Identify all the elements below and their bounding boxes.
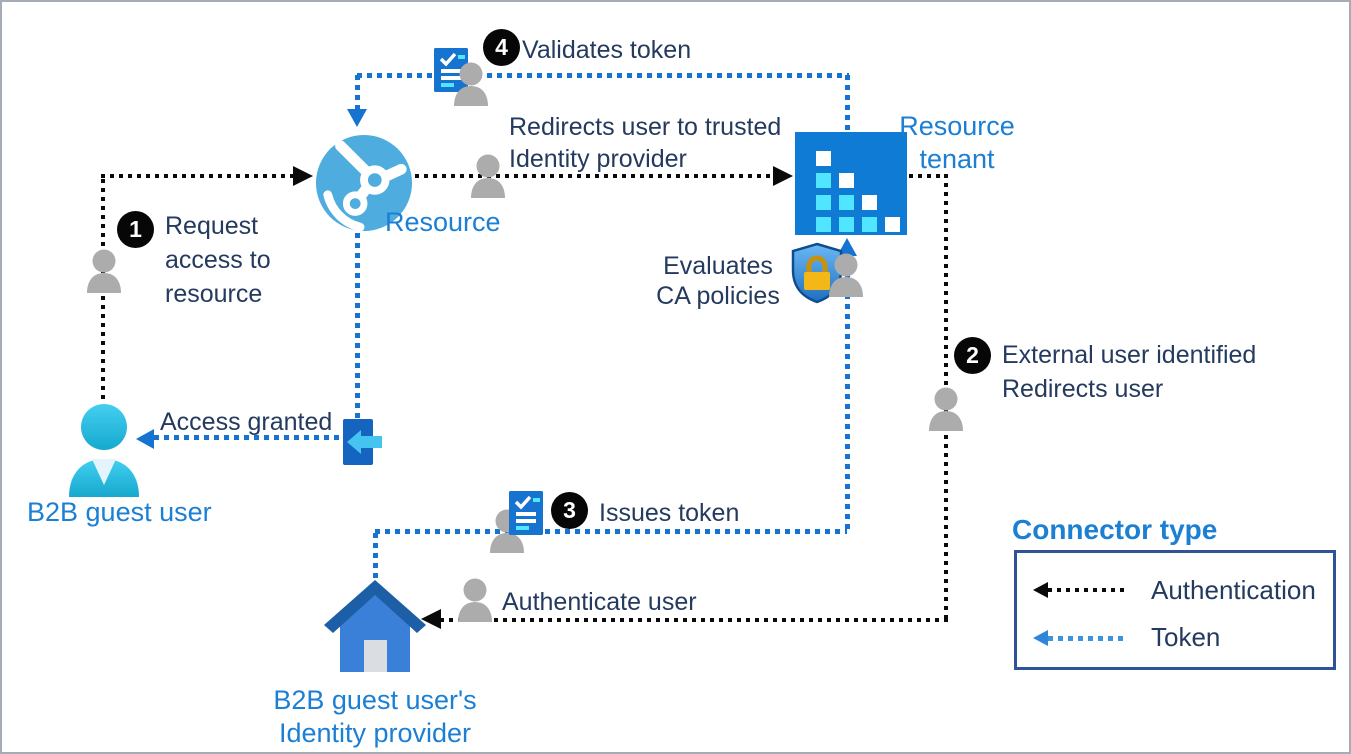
- identity-provider-label: B2B guest user's Identity provider: [273, 685, 477, 748]
- conditional-access-shield-icon: [791, 242, 843, 309]
- legend-authentication-arrow-icon: [1033, 582, 1048, 598]
- access-granted-text: Access granted: [160, 408, 333, 436]
- b2b-guest-user-label: B2B guest user: [27, 497, 212, 527]
- user-silhouette-icon: [457, 578, 493, 627]
- token-line-idp-top-vertical: [373, 533, 378, 579]
- token-line-into-resource-vertical: [355, 75, 360, 111]
- evaluates-ca-policies-text: Evaluates CA policies: [656, 252, 780, 310]
- legend-token-arrow-icon: [1033, 630, 1048, 646]
- user-silhouette-icon: [470, 154, 506, 203]
- token-arrowhead-into-guest-user: [136, 429, 154, 449]
- token-line-access-granted-horizontal: [154, 435, 344, 440]
- auth-arrowhead-into-idp: [421, 609, 441, 629]
- user-silhouette-icon: [86, 249, 122, 298]
- auth-line-user-to-resource-horizontal: [101, 174, 293, 178]
- step-3-label: Issues token: [599, 499, 740, 527]
- legend-title: Connector type: [1012, 514, 1218, 545]
- step-4-badge: 4: [483, 29, 520, 66]
- step-2-badge: 2: [954, 337, 991, 374]
- resource-tenant-icon: [795, 132, 907, 240]
- step-1-label: Request access to resource: [165, 212, 271, 308]
- token-line-issues-horizontal: [375, 529, 847, 534]
- token-line-idp-to-tenant-vertical: [845, 254, 850, 529]
- legend-token-label: Token: [1151, 622, 1221, 652]
- legend-authentication-line: [1048, 588, 1126, 592]
- auth-arrowhead-into-resource: [293, 166, 313, 186]
- token-arrowhead-into-resource: [347, 109, 367, 127]
- resource-globe-icon: [315, 134, 413, 237]
- auth-line-tenant-out-horizontal: [909, 174, 948, 178]
- step-4-label: Validates token: [522, 36, 692, 64]
- step-2-label: External user identified Redirects user: [1002, 341, 1257, 403]
- auth-arrowhead-into-tenant: [773, 166, 793, 186]
- sign-in-door-icon: [342, 418, 384, 471]
- token-line-tenant-top-vertical: [845, 75, 850, 132]
- token-line-resource-to-door-vertical: [355, 233, 360, 419]
- step-1-badge: 1: [117, 211, 154, 248]
- token-line-validates-horizontal: [357, 73, 849, 78]
- identity-provider-house-icon: [320, 577, 430, 679]
- resource-label: Resource: [385, 207, 501, 237]
- user-silhouette-icon: [928, 387, 964, 436]
- token-document-icon: [434, 48, 500, 111]
- resource-tenant-label: Resource tenant: [899, 111, 1015, 174]
- token-document-icon: [489, 491, 547, 562]
- legend-box: Authentication Token: [1014, 550, 1336, 670]
- step-3-badge: 3: [551, 492, 588, 529]
- auth-line-resource-to-tenant: [415, 174, 773, 178]
- legend-token-line: [1048, 636, 1126, 641]
- authenticate-user-text: Authenticate user: [502, 588, 697, 616]
- legend-authentication-label: Authentication: [1151, 575, 1316, 605]
- b2b-guest-user-icon: [64, 403, 144, 502]
- auth-line-tenant-to-idp-horizontal: [440, 618, 948, 622]
- user-silhouette-icon: [828, 252, 864, 303]
- redirects-user-text: Redirects user to trusted Identity provi…: [509, 113, 782, 173]
